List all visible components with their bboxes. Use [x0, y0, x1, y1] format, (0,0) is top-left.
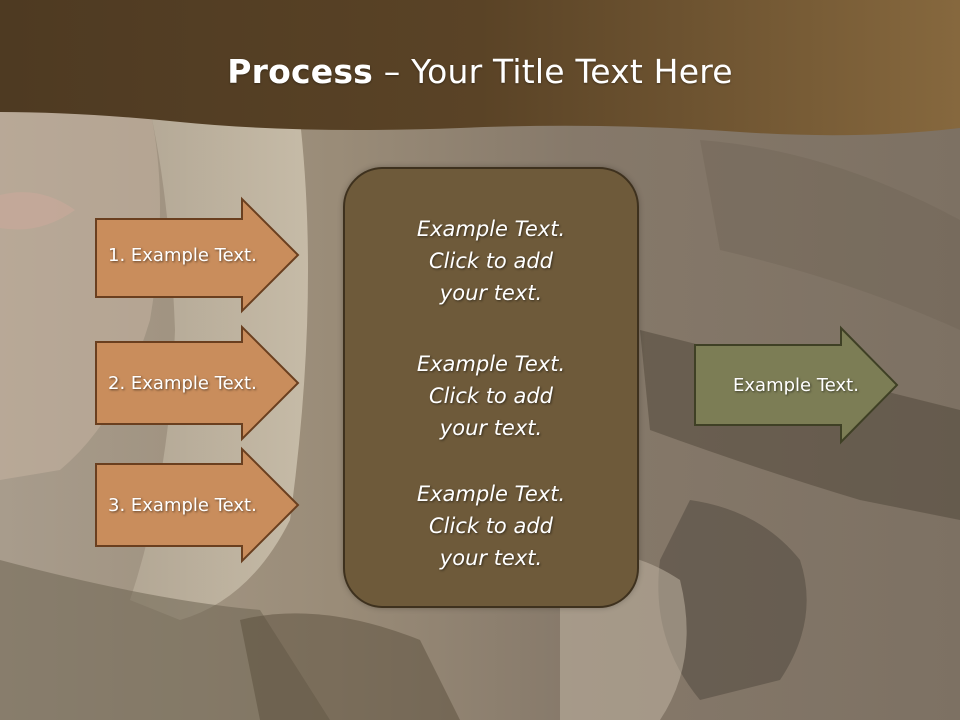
paragraph-line: Click to add: [428, 249, 553, 273]
right-arrow-label: Example Text.: [733, 374, 859, 396]
arrow-shape-icon: [694, 325, 899, 445]
left-arrow-2[interactable]: 2. Example Text.: [95, 324, 300, 442]
center-text-box[interactable]: Example Text. Click to add your text. Ex…: [343, 167, 639, 608]
paragraph-line: Click to add: [428, 514, 553, 538]
arrow-shape-icon: [95, 196, 300, 314]
center-paragraph-2: Example Text. Click to add your text.: [345, 348, 637, 444]
arrow-shape-icon: [95, 446, 300, 564]
paragraph-line: Example Text.: [416, 482, 566, 506]
paragraph-line: your text.: [439, 416, 543, 440]
paragraph-line: Example Text.: [416, 217, 566, 241]
left-arrow-1[interactable]: 1. Example Text.: [95, 196, 300, 314]
paragraph-line: your text.: [439, 546, 543, 570]
left-arrow-3-label: 3. Example Text.: [108, 494, 257, 516]
paragraph-line: Example Text.: [416, 352, 566, 376]
left-arrow-2-label: 2. Example Text.: [108, 372, 257, 394]
slide-title: Process – Your Title Text Here: [0, 52, 960, 91]
right-arrow[interactable]: Example Text.: [694, 325, 899, 445]
center-paragraph-3: Example Text. Click to add your text.: [345, 478, 637, 574]
title-rest: – Your Title Text Here: [373, 52, 733, 91]
paragraph-line: your text.: [439, 281, 543, 305]
title-bold: Process: [227, 52, 374, 91]
center-paragraph-1: Example Text. Click to add your text.: [345, 213, 637, 309]
left-arrow-3[interactable]: 3. Example Text.: [95, 446, 300, 564]
paragraph-line: Click to add: [428, 384, 553, 408]
arrow-shape-icon: [95, 324, 300, 442]
left-arrow-1-label: 1. Example Text.: [108, 244, 257, 266]
